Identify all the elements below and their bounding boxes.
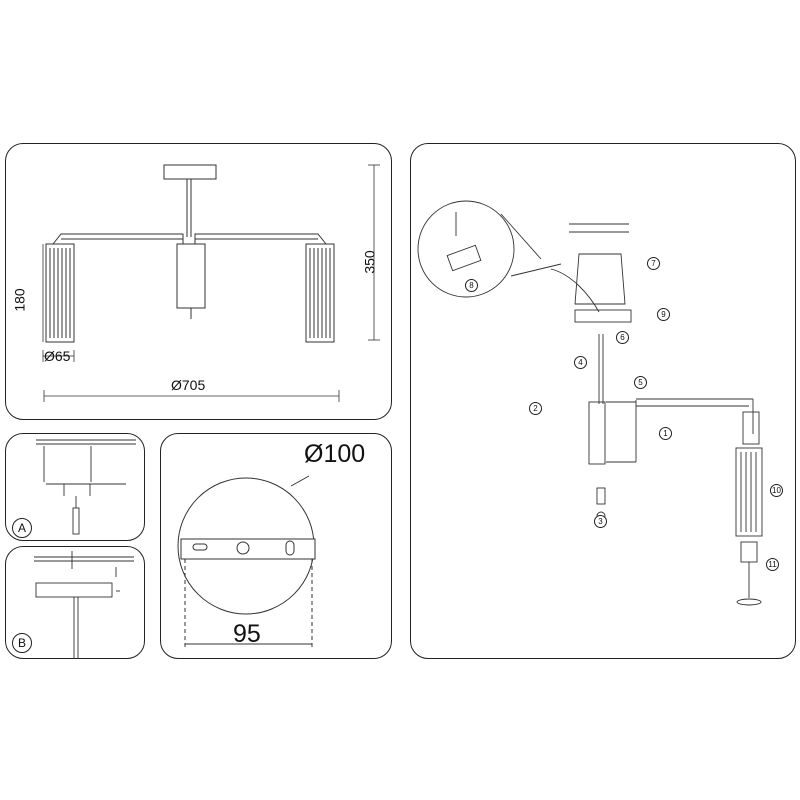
step-1-marker: 1 xyxy=(659,427,672,440)
shade-diameter-label: Ø65 xyxy=(44,348,71,364)
step-b-badge: B xyxy=(12,633,32,653)
canopy-drawing xyxy=(177,475,316,648)
canopy-panel: Ø100 95 xyxy=(160,433,392,659)
step-b-panel: B xyxy=(5,546,145,659)
step-3-marker: 3 xyxy=(594,515,607,528)
height-shade-label: 180 xyxy=(11,288,28,312)
step-a-badge: A xyxy=(12,518,32,538)
assembly-panel: 1 2 3 4 5 6 7 8 9 10 11 xyxy=(410,143,796,659)
dimensions-panel: 350 180 Ø65 Ø705 xyxy=(5,143,392,420)
drill-ceiling-drawing xyxy=(36,439,136,535)
canopy-diameter-label: Ø100 xyxy=(304,440,366,468)
step-5-marker: 5 xyxy=(634,376,647,389)
assembly-exploded-drawing xyxy=(417,200,763,606)
step-6-marker: 6 xyxy=(616,331,629,344)
step-10-marker: 10 xyxy=(770,484,783,497)
chandelier-dimension-drawing xyxy=(42,164,380,402)
step-7-marker: 7 xyxy=(647,257,660,270)
step-8-marker: 8 xyxy=(465,279,478,292)
height-total-label: 350 xyxy=(361,250,378,274)
step-a-panel: A xyxy=(5,433,145,541)
bracket-mounting-drawing xyxy=(34,551,134,659)
step-4-marker: 4 xyxy=(574,356,587,369)
hole-spacing-label: 95 xyxy=(233,620,261,648)
span-diameter-label: Ø705 xyxy=(171,377,206,393)
step-2-marker: 2 xyxy=(529,402,542,415)
step-11-marker: 11 xyxy=(766,558,779,571)
step-9-marker: 9 xyxy=(657,308,670,321)
